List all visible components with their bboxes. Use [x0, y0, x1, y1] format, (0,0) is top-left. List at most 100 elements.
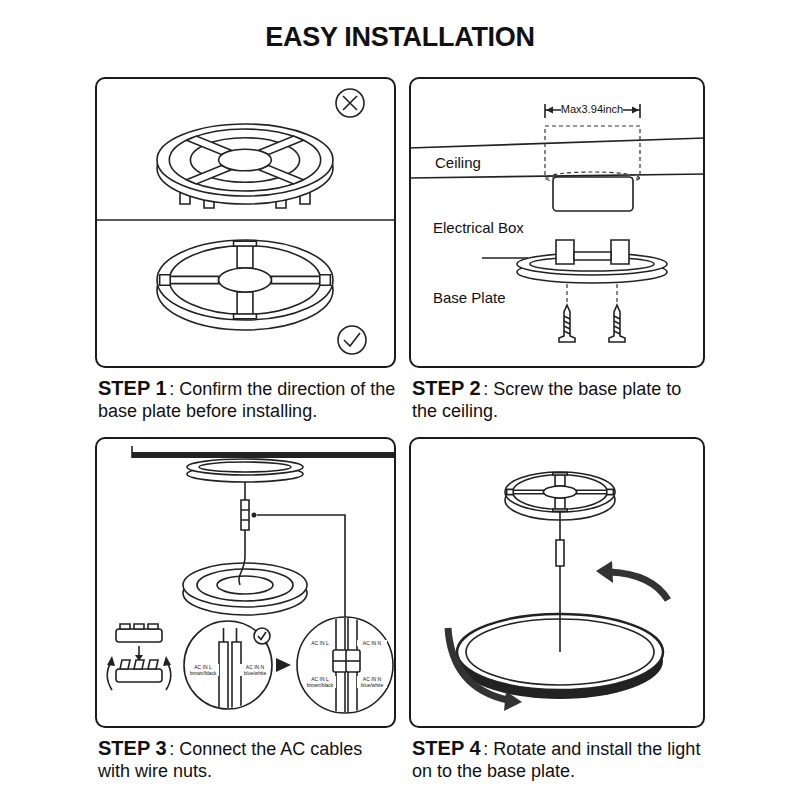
step-number: STEP 4	[412, 737, 481, 759]
stripped-wire-detail	[232, 642, 241, 722]
ceiling-surface	[132, 452, 396, 458]
panel-divider	[95, 219, 396, 221]
detail-leader	[252, 513, 257, 518]
ceiling-surface	[132, 446, 396, 458]
lamp-housing	[183, 563, 307, 607]
lamp-housing	[217, 576, 273, 594]
power-cable	[556, 540, 564, 566]
screw	[559, 305, 575, 342]
base-plate	[517, 253, 667, 275]
wire-nut-icon	[163, 656, 171, 666]
wire-label: AC IN L brown/black	[304, 676, 336, 688]
rotation-arrow	[610, 572, 668, 600]
rotation-arrow	[448, 628, 508, 700]
step-panel: STEP 3: Connect the AC cables with wire …	[95, 437, 396, 782]
page-title: EASY INSTALLATION	[0, 22, 800, 53]
surface-label: Ceiling	[435, 154, 481, 172]
step-caption: STEP 3: Connect the AC cables with wire …	[95, 736, 396, 782]
base-plate	[187, 459, 303, 475]
base-plate	[199, 462, 291, 472]
wire-label: AC IN N blue/white	[357, 676, 387, 688]
lamp-housing	[197, 569, 293, 601]
step-number: STEP 3	[98, 737, 167, 759]
power-cable	[556, 512, 564, 652]
stripped-wire-detail	[184, 621, 272, 722]
stripped-wire-detail	[219, 642, 241, 722]
panel-frame	[95, 437, 396, 728]
rotation-arrow	[448, 561, 668, 711]
wire-nut-icon	[107, 662, 112, 690]
ceiling-surface	[131, 446, 133, 458]
electrical-box	[553, 177, 633, 211]
correct-orientation-plate	[157, 240, 333, 330]
stripped-wire-detail	[219, 642, 228, 722]
step-panel: STEP 1: Confirm the direction of the bas…	[95, 77, 396, 422]
stripped-wire-detail	[258, 632, 266, 640]
power-cable	[239, 482, 249, 585]
screw	[614, 316, 620, 334]
base-plate	[187, 459, 303, 482]
base-plate	[505, 472, 615, 512]
wrong-orientation-plate	[157, 124, 333, 208]
box-cavity	[545, 126, 640, 178]
detail-leader	[252, 513, 346, 618]
wrong-mark	[343, 96, 357, 110]
lamp-housing	[183, 563, 307, 615]
wire-nut-icon	[107, 656, 115, 666]
power-cable	[559, 512, 561, 652]
leader-line	[482, 257, 528, 259]
wire-nut-icon	[116, 669, 162, 682]
step-caption: STEP 1: Confirm the direction of the bas…	[95, 376, 396, 422]
correct-mark	[344, 333, 360, 346]
step-arrow	[276, 658, 291, 672]
wrong-mark	[336, 89, 364, 117]
panel-frame	[409, 437, 705, 728]
connected-wire-detail	[333, 660, 360, 662]
ceiling-surface	[409, 138, 705, 148]
step-caption: STEP 2: Screw the base plate to the ceil…	[409, 376, 705, 422]
correct-mark	[338, 326, 366, 354]
dimension-label: Max3.94inch	[561, 103, 623, 116]
wire-nut-icon	[138, 646, 140, 656]
step-panel: STEP 2: Screw the base plate to the ceil…	[409, 77, 705, 422]
wire-nut-icon	[116, 629, 162, 642]
panel-frame	[95, 77, 396, 368]
correct-orientation-plate	[157, 240, 333, 320]
wrong-orientation-plate	[157, 124, 333, 196]
step-panel: STEP 4: Rotate and install the light on …	[409, 437, 705, 782]
ceiling-surface	[409, 138, 705, 178]
correct-mark	[338, 326, 366, 354]
base-plate	[574, 252, 611, 260]
dimension-line	[545, 104, 640, 118]
part-label: Base Plate	[433, 289, 506, 307]
stripped-wire-detail	[254, 628, 270, 644]
wire-label: AC IN N	[357, 640, 387, 646]
power-cable	[241, 510, 249, 520]
wire-nut-icon	[107, 624, 171, 690]
rotation-arrow	[596, 561, 613, 583]
base-plate	[556, 240, 574, 264]
wire-nut-icon	[166, 662, 171, 690]
screw	[564, 316, 570, 334]
connected-wire-detail	[297, 600, 393, 730]
screw	[609, 305, 625, 342]
base-plate	[611, 240, 629, 264]
wire-nut-icon	[120, 624, 158, 629]
step-caption: STEP 4: Rotate and install the light on …	[409, 736, 705, 782]
wire-label: AC IN L brown/black	[187, 664, 219, 676]
screw-guide	[567, 284, 617, 302]
wire-nut-icon	[120, 660, 158, 669]
dimension-line	[545, 104, 640, 118]
box-cavity	[545, 126, 640, 184]
detail-leader	[257, 515, 345, 617]
power-cable	[241, 500, 249, 530]
power-cable	[239, 482, 245, 585]
base-plate	[517, 240, 667, 283]
wire-label: AC IN N blue/white	[240, 664, 270, 676]
screw	[559, 305, 625, 342]
wrong-mark	[336, 89, 364, 117]
step-number: STEP 2	[412, 377, 481, 399]
